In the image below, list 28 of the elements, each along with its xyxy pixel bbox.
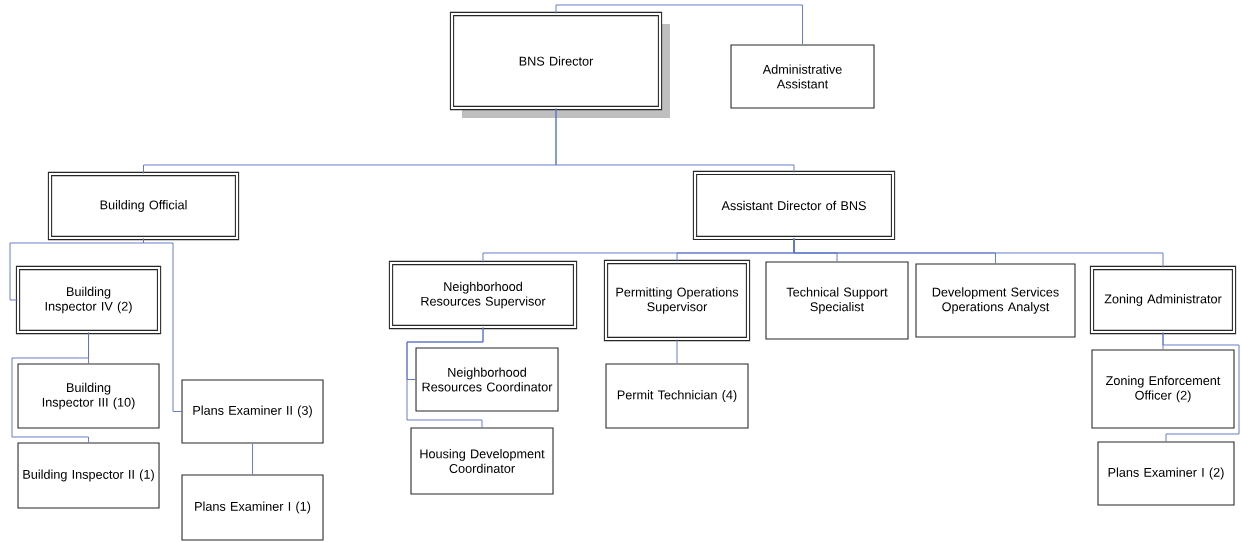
position-box: Zoning Administrator (1089, 265, 1237, 335)
connector-line (11, 332, 89, 443)
position-box: Assistant Director of BNS (692, 170, 896, 241)
position-box: BNS Director (449, 11, 670, 118)
position-box: Plans Examiner I (1) (181, 474, 324, 541)
position-box: Permit Technician (4) (605, 363, 749, 429)
connector-line (143, 238, 182, 412)
position-box: Plans Examiner II (3) (181, 379, 324, 444)
connector-line (555, 108, 795, 173)
connector-line (1162, 332, 1240, 442)
position-box: Neighborhood Resources Supervisor (388, 260, 578, 330)
position-box: Technical Support Specialist (765, 261, 909, 340)
connector-line (676, 339, 678, 364)
connector-line (555, 4, 803, 45)
position-box: Zoning Enforcement Officer (2) (1091, 349, 1235, 429)
position-box: Housing Development Coordinator (410, 427, 554, 495)
position-box: Development Services Operations Analyst (915, 263, 1076, 338)
position-box: Building Inspector III (10) (17, 363, 160, 429)
position-box: Neighborhood Resources Coordinator (415, 347, 559, 412)
position-box: Building Inspector IV (2) (15, 265, 162, 335)
position-box: Building Inspector II (1) (17, 442, 160, 509)
connector-line (252, 443, 253, 475)
position-box: Administrative Assistant (730, 44, 875, 109)
position-box: Permitting Operations Supervisor (603, 259, 751, 342)
position-box: Plans Examiner I (2) (1097, 441, 1235, 506)
connector-line (406, 327, 484, 428)
connector-line (793, 238, 1164, 268)
position-box: Building Official (47, 171, 240, 241)
